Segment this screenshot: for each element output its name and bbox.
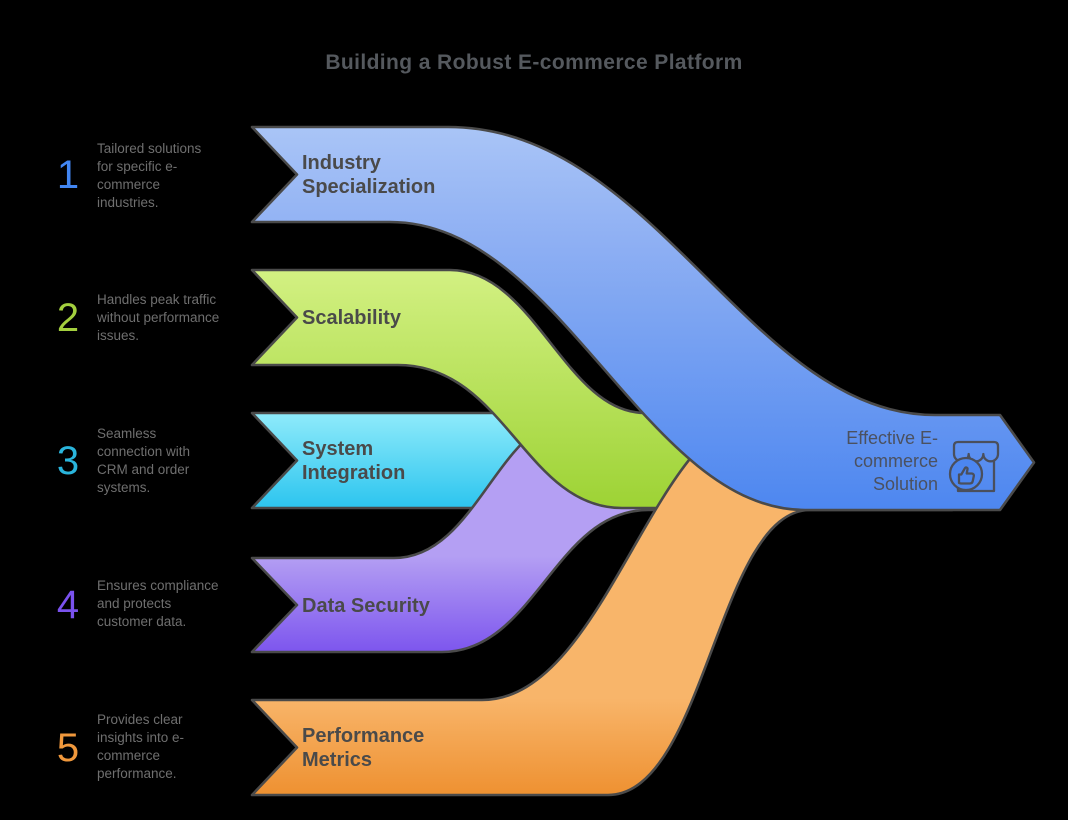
step-2-description: Handles peak traffic without performance… [97,292,220,343]
step-4-number: 4 [56,583,80,627]
step-1-number: 1 [56,153,80,197]
result-label: Effective E- commerce Solution [846,428,938,494]
step-2-label: Scalability [302,306,401,329]
thumbs-up-icon [957,466,975,485]
step-5-label: Performance Metrics [302,724,425,771]
step-4-label: Data Security [302,594,430,617]
step-5-description: Provides clear insights into e- commerce… [97,712,185,781]
step-5-number: 5 [56,726,80,770]
step-2-number: 2 [56,296,80,340]
step-3-description: Seamless connection with CRM and order s… [97,426,191,495]
page-title: Building a Robust E-commerce Platform [325,51,743,74]
step-4-description: Ensures compliance and protects customer… [97,578,219,629]
band-industry-specialization-and-result-arrow [250,125,1036,512]
step-3-number: 3 [56,439,80,483]
storefront-thumbs-up-icon [948,440,1000,493]
step-1-description: Tailored solutions for specific e- comme… [97,141,202,210]
step-1-label: Industry Specialization [302,151,436,198]
step-3-label: System Integration [302,437,406,484]
